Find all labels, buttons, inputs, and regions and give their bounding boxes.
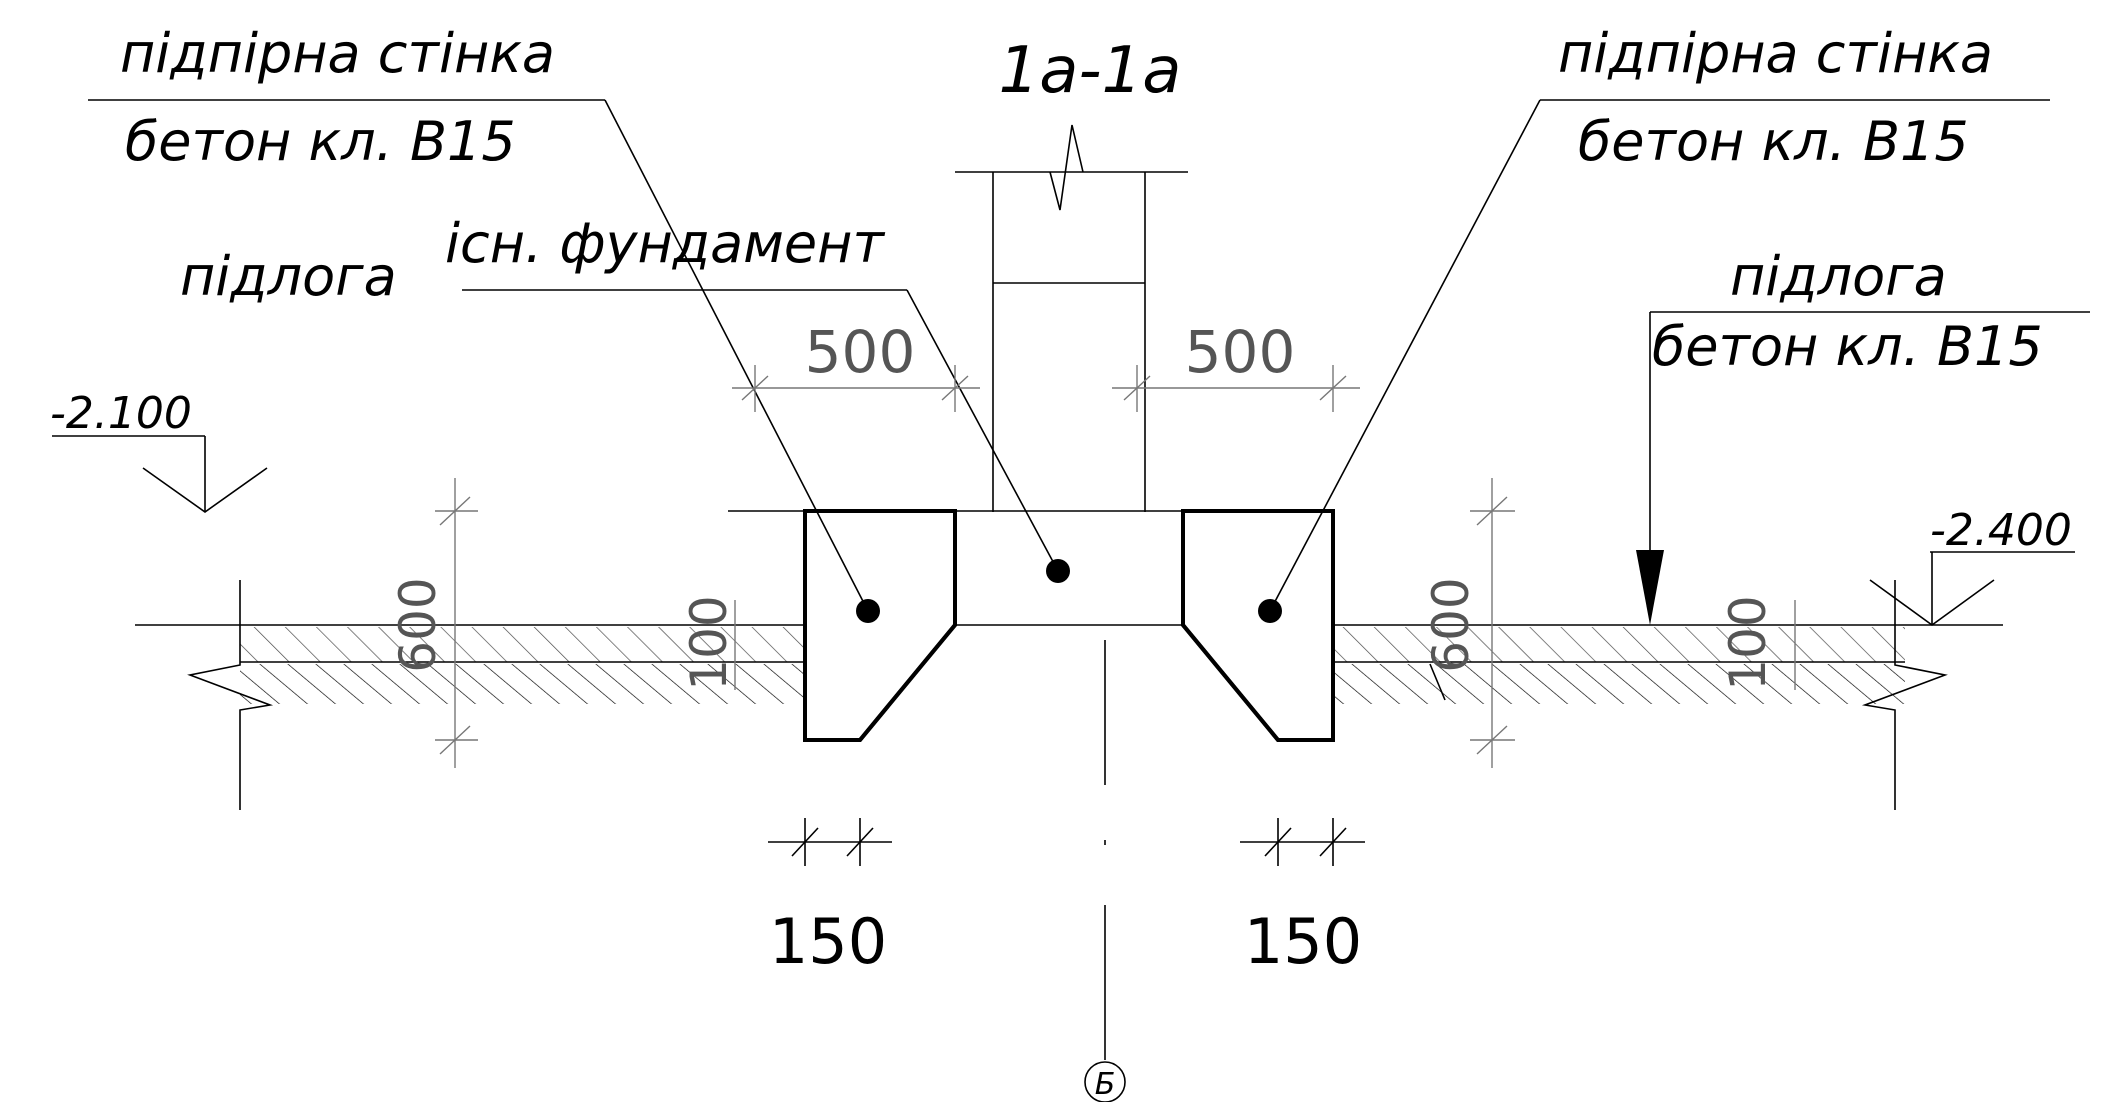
floor-slab: [135, 624, 2003, 663]
axis-line: Б: [1084, 640, 1126, 1102]
retaining-wall-right: [1181, 509, 1335, 742]
dim-top-left-text: 500: [805, 318, 916, 386]
elevation-left-text: -2.100: [50, 388, 192, 439]
elevation-mark-left: -2.100: [50, 388, 268, 513]
dim-vert-left-600: 600: [389, 577, 447, 672]
dim-vert-right-600: 600: [1422, 577, 1480, 672]
dimension-vertical-left: 600 100: [389, 478, 738, 768]
axis-mark: Б: [1095, 1067, 1116, 1102]
retaining-wall-left: [803, 509, 957, 742]
existing-foundation: [728, 510, 1188, 626]
section-title: 1а-1а: [999, 34, 1182, 108]
soil-hatch: [187, 580, 1948, 810]
elevation-right-text: -2.400: [1930, 505, 2072, 556]
dim-vert-left-100: 100: [680, 595, 738, 690]
label-wall-right-top: підпірна стінка: [1558, 22, 1993, 85]
label-floor-left: підлога: [180, 245, 397, 308]
dim-vert-right-100: 100: [1719, 595, 1777, 690]
dim-top-right-text: 500: [1185, 318, 1296, 386]
dimension-top-left: 500: [732, 318, 980, 412]
label-floor-right-bottom: бетон кл. В15: [1652, 315, 2043, 378]
label-wall-left-bottom: бетон кл. В15: [125, 110, 516, 173]
leader-lines: [88, 99, 2090, 625]
label-floor-right-top: підлога: [1730, 245, 1947, 308]
label-wall-right-bottom: бетон кл. В15: [1578, 110, 1969, 173]
dimension-bottom-right: 150: [1240, 818, 1365, 978]
elevation-mark-right: -2.400: [1869, 505, 2075, 626]
dim-bottom-right-text: 150: [1244, 905, 1362, 978]
existing-column: [955, 124, 1188, 512]
dimension-vertical-right: 600 100: [1422, 478, 1796, 768]
label-foundation: існ. фундамент: [445, 212, 885, 275]
dimension-bottom-left: 150: [768, 818, 892, 978]
dimension-top-right: 500: [1112, 318, 1360, 412]
label-wall-left-top: підпірна стінка: [120, 22, 555, 85]
dim-bottom-left-text: 150: [769, 905, 887, 978]
